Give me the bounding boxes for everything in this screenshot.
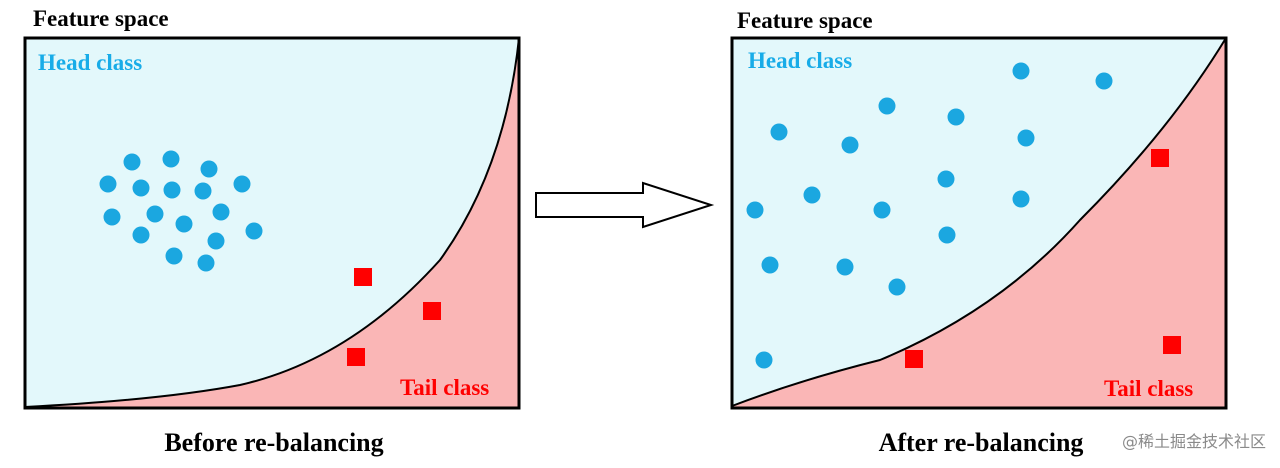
head-point xyxy=(162,150,180,168)
head-point xyxy=(132,179,150,197)
after-tail-class-label: Tail class xyxy=(1104,376,1193,401)
head-point xyxy=(947,108,965,126)
tail-point xyxy=(347,348,365,366)
after-head-points xyxy=(746,62,1113,369)
head-point xyxy=(1095,72,1113,90)
head-point xyxy=(212,203,230,221)
before-head-class-label: Head class xyxy=(38,50,142,75)
head-point xyxy=(1012,190,1030,208)
after-panel: Feature space Head class Tail class xyxy=(730,8,1228,457)
head-point xyxy=(197,254,215,272)
after-head-class-label: Head class xyxy=(748,48,852,73)
head-point xyxy=(878,97,896,115)
head-point xyxy=(746,201,764,219)
head-point xyxy=(103,208,121,226)
tail-point xyxy=(423,302,441,320)
head-point xyxy=(1017,129,1035,147)
before-decision-boundary xyxy=(24,37,520,408)
before-frame xyxy=(23,36,521,410)
head-point xyxy=(761,256,779,274)
head-point xyxy=(1012,62,1030,80)
after-panel-title: Feature space xyxy=(737,8,873,33)
head-point xyxy=(165,247,183,265)
after-caption: After re-balancing xyxy=(879,428,1084,457)
before-panel-title: Feature space xyxy=(33,6,169,31)
after-tail-region xyxy=(732,38,1226,408)
head-point xyxy=(938,226,956,244)
head-point xyxy=(803,186,821,204)
head-point xyxy=(937,170,955,188)
head-point xyxy=(836,258,854,276)
head-point xyxy=(841,136,859,154)
tail-point xyxy=(905,350,923,368)
head-point xyxy=(175,215,193,233)
head-point xyxy=(770,123,788,141)
watermark-text: @稀土掘金技术社区 xyxy=(1122,432,1266,451)
tail-point xyxy=(354,268,372,286)
before-head-points xyxy=(99,150,263,272)
head-point xyxy=(146,205,164,223)
transition-arrow xyxy=(535,181,715,229)
head-point xyxy=(233,175,251,193)
after-decision-boundary xyxy=(731,37,1227,407)
before-tail-points xyxy=(347,268,441,366)
before-panel: Feature space Head class Tail class xyxy=(23,6,521,457)
after-tail-points xyxy=(905,149,1181,368)
before-tail-class-label: Tail class xyxy=(400,375,489,400)
before-caption: Before re-balancing xyxy=(164,428,383,457)
head-point xyxy=(163,181,181,199)
head-point xyxy=(888,278,906,296)
head-point xyxy=(873,201,891,219)
after-frame xyxy=(730,36,1228,410)
tail-point xyxy=(1163,336,1181,354)
head-point xyxy=(755,351,773,369)
head-point xyxy=(99,175,117,193)
head-point xyxy=(207,232,225,250)
head-point xyxy=(194,182,212,200)
head-point xyxy=(123,153,141,171)
before-tail-region xyxy=(25,38,519,408)
tail-point xyxy=(1151,149,1169,167)
head-point xyxy=(245,222,263,240)
head-point xyxy=(200,160,218,178)
head-point xyxy=(132,226,150,244)
